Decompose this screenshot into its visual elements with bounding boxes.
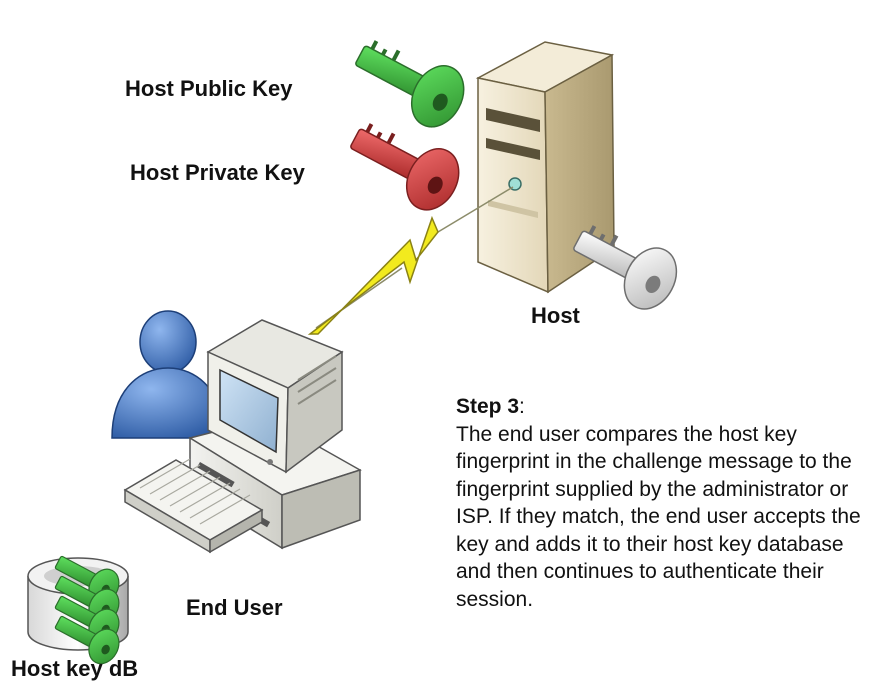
keyboard-icon	[123, 458, 264, 554]
host-label: Host	[531, 303, 580, 328]
db-key-icon	[54, 615, 120, 665]
host-server-icon	[475, 41, 615, 294]
host-key-icon	[573, 225, 678, 310]
public-key-icon	[355, 40, 465, 128]
end-user-label: End User	[186, 595, 283, 620]
step-heading: Step 3:	[456, 393, 866, 421]
host-private-key-label: Host Private Key	[130, 160, 305, 185]
connection-lightning-icon	[307, 186, 514, 335]
private-key-icon	[350, 123, 460, 211]
step-body-text: The end user compares the host key finge…	[456, 422, 861, 611]
end-user-person-icon	[111, 310, 225, 439]
step-description: Step 3: The end user compares the host k…	[456, 393, 866, 613]
host-key-db-label: Host key dB	[11, 656, 139, 681]
step-title: Step 3	[456, 395, 520, 418]
host-public-key-label: Host Public Key	[125, 76, 293, 101]
step-colon: :	[519, 395, 525, 418]
